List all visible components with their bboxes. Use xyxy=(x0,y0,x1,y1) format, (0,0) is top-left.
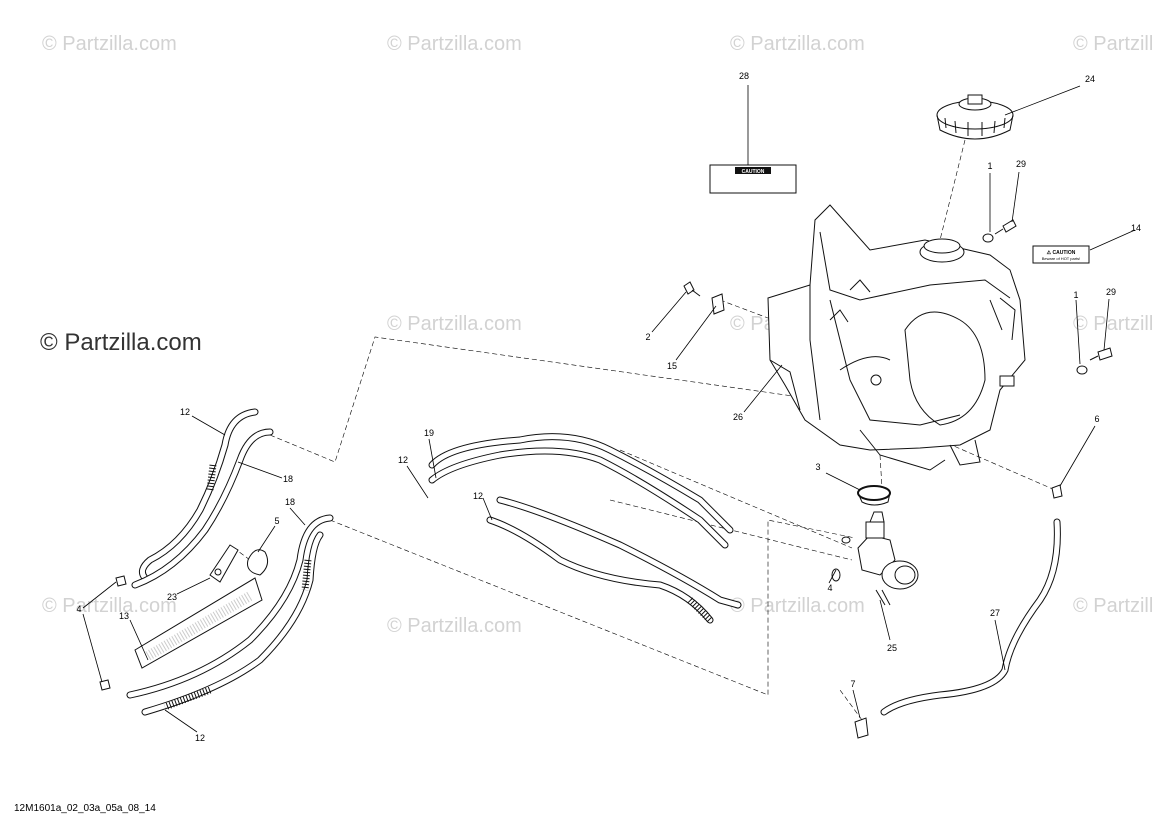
callout-28: 28 xyxy=(739,71,749,81)
callout-12: 12 xyxy=(473,491,483,501)
watermark: © Partzilla.com xyxy=(42,595,177,617)
bolt-washer-right xyxy=(1076,347,1113,375)
fitting xyxy=(1051,484,1063,499)
clips-4 xyxy=(99,575,127,691)
vent-hose-27 xyxy=(880,518,1061,716)
callout-12: 12 xyxy=(180,407,190,417)
callout-19: 19 xyxy=(424,428,434,438)
callout-18: 18 xyxy=(283,474,293,484)
fitting-7 xyxy=(854,717,869,739)
caution-sticker: CAUTION xyxy=(709,164,797,194)
leader-lines xyxy=(82,85,1136,733)
callout-15: 15 xyxy=(667,361,677,371)
callout-5: 5 xyxy=(274,516,279,526)
callout-3: 3 xyxy=(815,462,820,472)
callout-26: 26 xyxy=(733,412,743,422)
callout-12: 12 xyxy=(195,733,205,743)
callout-25: 25 xyxy=(887,643,897,653)
drawing-code: 12M1601a_02_03a_05a_08_14 xyxy=(14,803,156,814)
fuel-hoses-left-lower xyxy=(126,514,334,716)
callout-2: 2 xyxy=(645,332,650,342)
callout-14: 14 xyxy=(1131,223,1141,233)
watermark: © Partzilla.com xyxy=(42,33,177,55)
callouts: 28 24 1 29 14 2 15 26 1 29 3 6 12 18 19 … xyxy=(76,71,1141,743)
watermark: © Partzilla.com xyxy=(1073,313,1154,335)
hot-parts-sticker-title: ⚠ CAUTION xyxy=(1047,250,1076,256)
callout-27: 27 xyxy=(990,608,1000,618)
watermark: © Partzilla.com xyxy=(387,615,522,637)
callout-29: 29 xyxy=(1016,159,1026,169)
callout-13: 13 xyxy=(119,611,129,621)
callout-29: 29 xyxy=(1106,287,1116,297)
watermark: © Partzilla.com xyxy=(730,33,865,55)
watermark: © Partzilla.com xyxy=(1073,33,1154,55)
hot-parts-sticker-line: Beware of HOT parts! xyxy=(1042,256,1081,261)
callout-23: 23 xyxy=(167,592,177,602)
bolt-washer-upper xyxy=(982,219,1017,243)
clamp xyxy=(857,485,891,506)
callout-4: 4 xyxy=(76,604,81,614)
watermark: © Partzilla.com xyxy=(1073,595,1154,617)
hot-parts-sticker: ⚠ CAUTION Beware of HOT parts! xyxy=(1032,245,1090,264)
callout-7: 7 xyxy=(850,679,855,689)
watermark: © Partzilla.com xyxy=(730,595,865,617)
watermark: © Partzilla.com xyxy=(387,313,522,335)
watermarks: © Partzilla.com © Partzilla.com © Partzi… xyxy=(40,33,1154,637)
callout-4: 4 xyxy=(827,583,832,593)
fuel-tank xyxy=(767,204,1026,471)
fuel-pump xyxy=(831,511,919,606)
watermark-prominent: © Partzilla.com xyxy=(40,329,202,356)
filler-cap xyxy=(936,94,1014,140)
caution-sticker-text: CAUTION xyxy=(742,169,765,175)
callout-12: 12 xyxy=(398,455,408,465)
callout-1: 1 xyxy=(1073,290,1078,300)
callout-18: 18 xyxy=(285,497,295,507)
fuel-hoses-left-upper xyxy=(131,408,274,589)
fuel-hoses-middle xyxy=(428,433,742,624)
heat-shield xyxy=(134,577,263,669)
clip-bracket xyxy=(209,544,269,583)
callout-1: 1 xyxy=(987,161,992,171)
callout-6: 6 xyxy=(1094,414,1099,424)
callout-24: 24 xyxy=(1085,74,1095,84)
watermark: © Partzilla.com xyxy=(387,33,522,55)
bolt-bracket xyxy=(683,281,725,315)
